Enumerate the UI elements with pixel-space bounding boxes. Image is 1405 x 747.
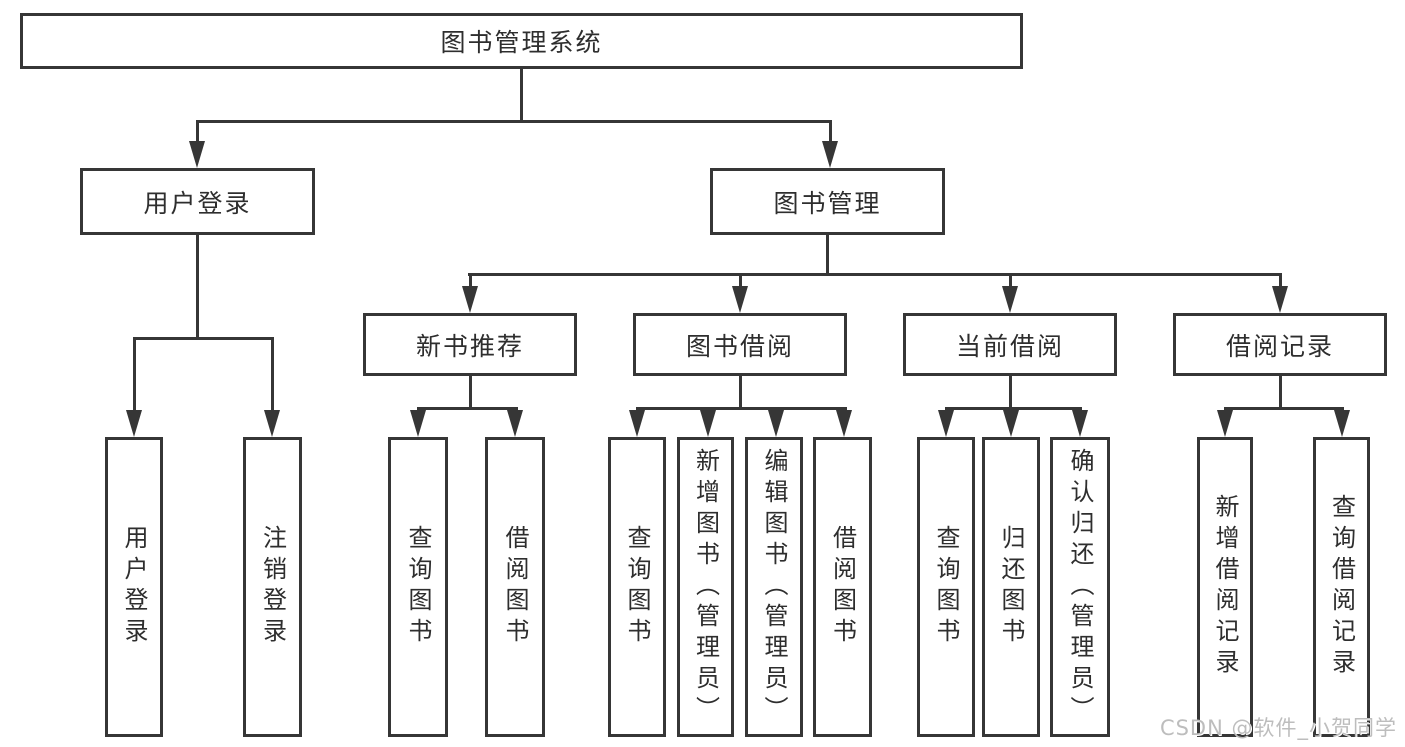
- leaf-confirm-return-admin: 确认归还（管理员）: [1050, 437, 1110, 737]
- connector-line: [945, 407, 1082, 410]
- connector-line: [468, 273, 1282, 276]
- leaf-edit-book-admin-label: 编辑图书（管理员）: [760, 447, 788, 727]
- leaf-confirm-return-admin-label: 确认归还（管理员）: [1066, 447, 1094, 727]
- arrow-down-icon: [768, 410, 784, 437]
- arrow-down-icon: [264, 410, 280, 437]
- node-user-login: 用户登录: [80, 168, 315, 235]
- leaf-query-books-current-label: 查询图书: [932, 525, 960, 649]
- connector-line: [469, 376, 472, 407]
- connector-line: [133, 337, 274, 340]
- leaf-edit-book-admin: 编辑图书（管理员）: [745, 437, 803, 737]
- leaf-add-borrow-record: 新增借阅记录: [1197, 437, 1253, 737]
- arrow-down-icon: [1002, 286, 1018, 313]
- arrow-down-icon: [732, 286, 748, 313]
- leaf-add-book-admin-label: 新增图书（管理员）: [691, 447, 720, 727]
- arrow-down-icon: [1272, 286, 1288, 313]
- arrow-down-icon: [938, 410, 954, 437]
- connector-line: [197, 120, 832, 123]
- node-new-book-recommend: 新书推荐: [363, 313, 577, 376]
- connector-line: [271, 337, 274, 413]
- node-book-borrow: 图书借阅: [633, 313, 847, 376]
- connector-line: [469, 273, 472, 289]
- node-borrow-records: 借阅记录: [1173, 313, 1387, 376]
- node-book-management: 图书管理: [710, 168, 945, 235]
- connector-line: [196, 120, 199, 144]
- node-new-book-recommend-label: 新书推荐: [415, 331, 524, 361]
- leaf-borrow-books: 借阅图书: [813, 437, 872, 737]
- watermark: CSDN @软件_小贺同学: [1159, 716, 1397, 740]
- connector-line: [636, 407, 847, 410]
- leaf-return-book-label: 归还图书: [997, 525, 1025, 649]
- leaf-logout: 注销登录: [243, 437, 302, 737]
- connector-line: [417, 407, 518, 410]
- arrow-down-icon: [629, 410, 645, 437]
- leaf-user-login-label: 用户登录: [120, 525, 148, 649]
- arrow-down-icon: [1003, 410, 1019, 437]
- arrow-down-icon: [507, 410, 523, 437]
- leaf-query-books-borrow-label: 查询图书: [623, 525, 651, 649]
- connector-line: [1279, 273, 1282, 289]
- node-current-borrow: 当前借阅: [903, 313, 1117, 376]
- node-borrow-records-label: 借阅记录: [1225, 331, 1334, 361]
- arrow-down-icon: [1072, 410, 1088, 437]
- leaf-borrow-books-recommend: 借阅图书: [485, 437, 545, 737]
- arrow-down-icon: [410, 410, 426, 437]
- connector-line: [133, 337, 136, 413]
- arrow-down-icon: [1217, 410, 1233, 437]
- leaf-borrow-books-recommend-label: 借阅图书: [501, 525, 529, 649]
- arrow-down-icon: [836, 410, 852, 437]
- leaf-logout-label: 注销登录: [258, 525, 287, 649]
- connector-line: [739, 376, 742, 407]
- arrow-down-icon: [822, 141, 838, 168]
- leaf-query-borrow-record: 查询借阅记录: [1313, 437, 1370, 737]
- leaf-query-books-current: 查询图书: [917, 437, 975, 737]
- leaf-return-book: 归还图书: [982, 437, 1040, 737]
- node-root-label: 图书管理系统: [440, 28, 603, 57]
- node-book-borrow-label: 图书借阅: [685, 331, 794, 361]
- arrow-down-icon: [126, 410, 142, 437]
- leaf-query-books-recommend-label: 查询图书: [404, 525, 432, 649]
- arrow-down-icon: [700, 410, 716, 437]
- node-root: 图书管理系统: [20, 13, 1023, 69]
- node-current-borrow-label: 当前借阅: [955, 331, 1064, 361]
- leaf-user-login: 用户登录: [105, 437, 163, 737]
- connector-line: [826, 235, 829, 276]
- connector-line: [1009, 273, 1012, 289]
- leaf-add-borrow-record-label: 新增借阅记录: [1211, 494, 1239, 680]
- connector-line: [829, 120, 832, 144]
- leaf-add-book-admin: 新增图书（管理员）: [677, 437, 734, 737]
- arrow-down-icon: [1334, 410, 1350, 437]
- connector-line: [520, 69, 523, 120]
- connector-line: [1279, 376, 1282, 407]
- leaf-query-borrow-record-label: 查询借阅记录: [1327, 494, 1356, 680]
- arrow-down-icon: [462, 286, 478, 313]
- leaf-query-books-borrow: 查询图书: [608, 437, 666, 737]
- leaf-query-books-recommend: 查询图书: [388, 437, 448, 737]
- connector-line: [1009, 376, 1012, 407]
- node-user-login-label: 用户登录: [143, 188, 252, 218]
- connector-line: [196, 235, 199, 337]
- connector-line: [739, 273, 742, 289]
- connector-line: [1224, 407, 1344, 410]
- node-book-management-label: 图书管理: [773, 188, 882, 218]
- arrow-down-icon: [189, 141, 205, 168]
- leaf-borrow-books-label: 借阅图书: [828, 525, 857, 649]
